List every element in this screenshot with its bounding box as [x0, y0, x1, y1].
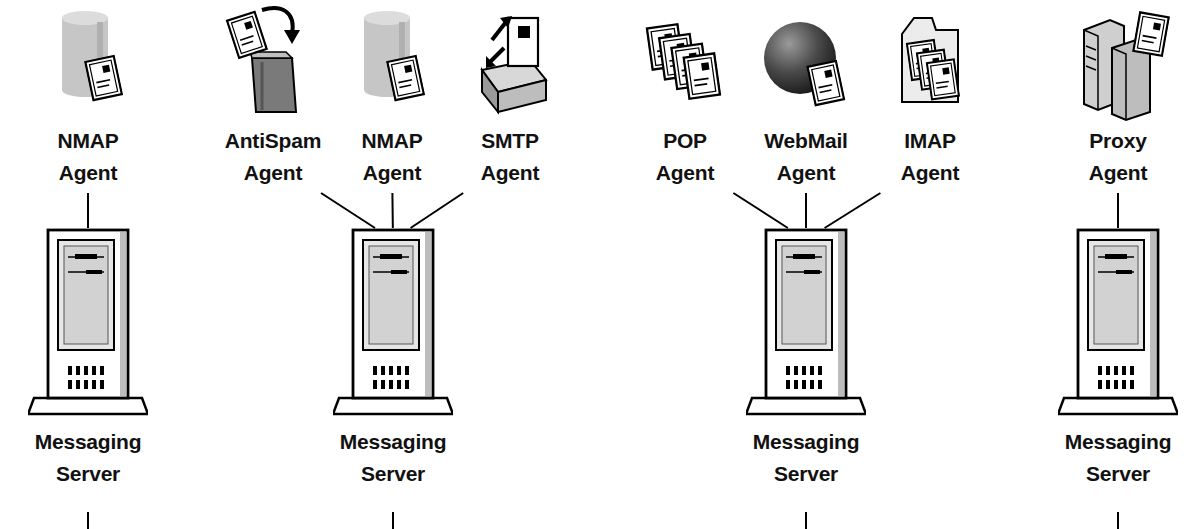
- agent-node: NMAP Agent: [29, 0, 147, 193]
- server-node: Messaging Server: [13, 228, 163, 494]
- server-icon: [1058, 230, 1178, 414]
- agent-node: AntiSpam Agent: [214, 0, 332, 193]
- node-label: IMAP Agent: [871, 125, 989, 189]
- server-icon: [28, 230, 148, 414]
- connector-line: [321, 193, 375, 228]
- pop-icon: [647, 24, 720, 98]
- connector-line: [391, 193, 393, 228]
- node-label: Messaging Server: [1043, 426, 1193, 490]
- agent-node: WebMail Agent: [747, 0, 865, 193]
- antispam-icon: [227, 8, 300, 112]
- node-label: NMAP Agent: [29, 125, 147, 189]
- connector-line: [825, 193, 881, 228]
- node-label: Messaging Server: [318, 426, 468, 490]
- imap-icon: [902, 18, 959, 102]
- agent-node: IMAP Agent: [871, 0, 989, 193]
- connector-line: [87, 193, 89, 228]
- agent-node: Proxy Agent: [1059, 0, 1177, 193]
- agent-node: POP Agent: [626, 0, 744, 193]
- node-label: Messaging Server: [731, 426, 881, 490]
- agent-node: NMAP Agent: [333, 0, 451, 193]
- webmail-icon: [764, 22, 844, 105]
- agent-node: SMTP Agent: [451, 0, 569, 193]
- server-node: Messaging Server: [1043, 228, 1193, 494]
- node-label: SMTP Agent: [451, 125, 569, 189]
- server-icon: [333, 230, 453, 414]
- connector-line: [733, 193, 787, 228]
- nmap-icon: [62, 11, 122, 100]
- server-icon: [746, 230, 866, 414]
- server-node: Messaging Server: [318, 228, 468, 494]
- node-label: Proxy Agent: [1059, 125, 1177, 189]
- connector-line: [1117, 193, 1119, 228]
- connector-line: [805, 193, 807, 228]
- smtp-icon: [482, 16, 546, 112]
- node-label: NMAP Agent: [333, 125, 451, 189]
- node-label: POP Agent: [626, 125, 744, 189]
- node-label: AntiSpam Agent: [214, 125, 332, 189]
- network-line: [88, 512, 1118, 529]
- server-node: Messaging Server: [731, 228, 881, 494]
- node-label: Messaging Server: [13, 426, 163, 490]
- connector-line: [411, 193, 464, 228]
- node-label: WebMail Agent: [747, 125, 865, 189]
- proxy-icon: [1084, 12, 1169, 120]
- nmap-icon: [364, 11, 424, 100]
